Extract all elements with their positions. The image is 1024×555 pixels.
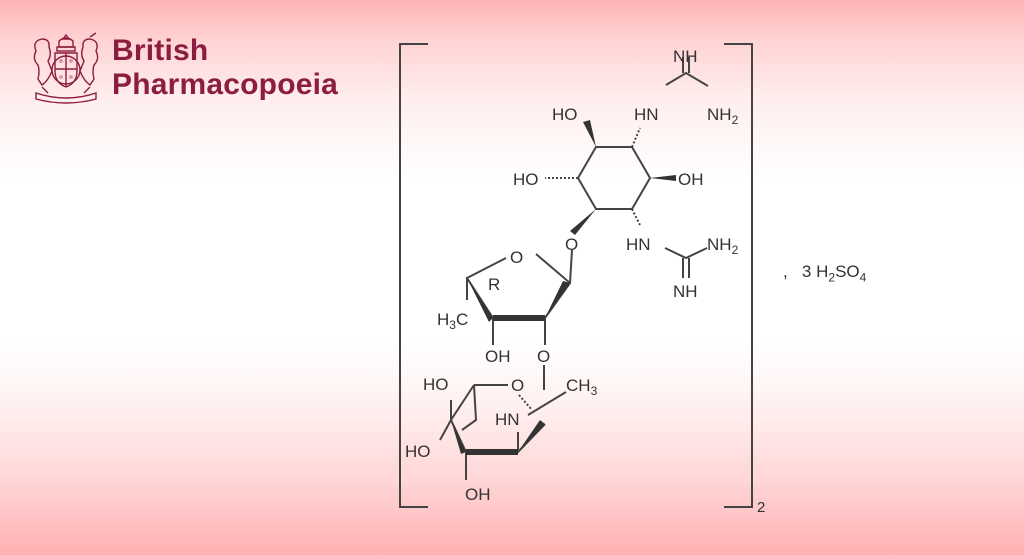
label-o: O bbox=[511, 376, 524, 395]
label-hn: HN bbox=[495, 410, 520, 429]
label-oh: OH bbox=[678, 170, 704, 189]
british-pharmacopoeia-logo: British Pharmacopoeia bbox=[28, 30, 338, 106]
label-nh2: NH2 bbox=[707, 105, 739, 127]
label-ho: HO bbox=[513, 170, 539, 189]
brand-line-2: Pharmacopoeia bbox=[112, 68, 339, 101]
brand-line-1: British bbox=[112, 34, 209, 67]
royal-coat-of-arms-icon bbox=[33, 32, 99, 104]
bracket-subscript: 2 bbox=[757, 499, 765, 516]
label-oh: OH bbox=[465, 485, 491, 504]
label-hn: HN bbox=[634, 105, 659, 124]
label-nh: NH bbox=[673, 47, 698, 66]
label-o: O bbox=[510, 248, 523, 267]
label-oh: OH bbox=[485, 347, 511, 366]
label-ho: HO bbox=[552, 105, 578, 124]
label-ho: HO bbox=[423, 375, 449, 394]
sulfate-formula: , 3 H2SO4 bbox=[783, 262, 867, 285]
brand-wordmark: British Pharmacopoeia bbox=[112, 34, 338, 102]
label-ch3: CH3 bbox=[566, 376, 598, 398]
label-nh: NH bbox=[673, 282, 698, 301]
right-bracket bbox=[724, 43, 753, 508]
label-h3c: H3C bbox=[437, 310, 468, 332]
left-bracket bbox=[399, 43, 428, 508]
label-r: R bbox=[488, 275, 500, 294]
label-o: O bbox=[537, 347, 550, 366]
label-o: O bbox=[565, 235, 578, 254]
label-nh2: NH2 bbox=[707, 235, 739, 257]
label-hn: HN bbox=[626, 235, 651, 254]
label-ho: HO bbox=[405, 442, 431, 461]
